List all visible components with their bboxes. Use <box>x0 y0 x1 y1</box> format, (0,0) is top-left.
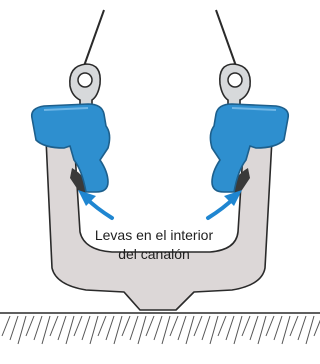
hatch-line <box>281 315 291 345</box>
hatch-line <box>57 315 67 341</box>
hatch-line <box>225 315 235 341</box>
hatch-line <box>297 315 307 341</box>
left-arrow <box>78 190 114 220</box>
hatch-line <box>233 315 243 345</box>
hatch-line <box>241 315 251 337</box>
hatch-line <box>105 315 115 341</box>
right-lifting-eye <box>218 63 251 115</box>
hatch-line <box>89 315 99 345</box>
hatch-line <box>153 315 163 341</box>
right-wire <box>215 9 237 67</box>
hatch-line <box>81 315 91 341</box>
left-lifting-eye <box>69 63 102 115</box>
cams-caption: Levas en el interior del canalón <box>66 226 242 264</box>
hatch-line <box>145 315 155 337</box>
hatch-line <box>273 315 283 341</box>
hatch-line <box>41 315 51 345</box>
hatch-line <box>25 315 35 337</box>
hatch-line <box>33 315 43 341</box>
hatch-line <box>121 315 131 337</box>
hatch-line <box>1 315 11 337</box>
caption-line-2: del canalón <box>118 246 190 262</box>
hatch-line <box>169 315 179 337</box>
hatch-line <box>129 315 139 341</box>
hatch-line <box>217 315 227 337</box>
right-arrow <box>206 190 242 220</box>
caption-line-1: Levas en el interior <box>94 227 214 243</box>
hatch-line <box>137 315 147 345</box>
ground-hatching <box>1 315 320 345</box>
hatch-line <box>289 315 299 337</box>
hatch-line <box>265 315 275 337</box>
left-clamp <box>30 103 111 193</box>
left-cam <box>70 168 88 196</box>
hatch-line <box>9 315 19 341</box>
hatch-line <box>305 315 315 345</box>
hatch-line <box>313 319 320 337</box>
hatch-line <box>161 315 171 345</box>
hatch-line <box>65 315 75 345</box>
hatch-line <box>177 315 187 341</box>
hatch-line <box>185 315 195 345</box>
channel-beam <box>45 136 273 311</box>
right-cam <box>232 168 250 196</box>
ground <box>0 312 320 345</box>
hatch-line <box>49 315 59 337</box>
hatch-line <box>201 315 211 341</box>
hatch-line <box>193 315 203 337</box>
right-clamp <box>209 103 290 193</box>
hatch-line <box>17 315 27 345</box>
hatch-line <box>209 315 219 345</box>
left-wire <box>83 9 105 67</box>
hatch-line <box>257 315 267 345</box>
hatch-line <box>249 315 259 341</box>
hatch-line <box>113 315 123 345</box>
hatch-line <box>97 315 107 337</box>
hatch-line <box>73 315 83 337</box>
